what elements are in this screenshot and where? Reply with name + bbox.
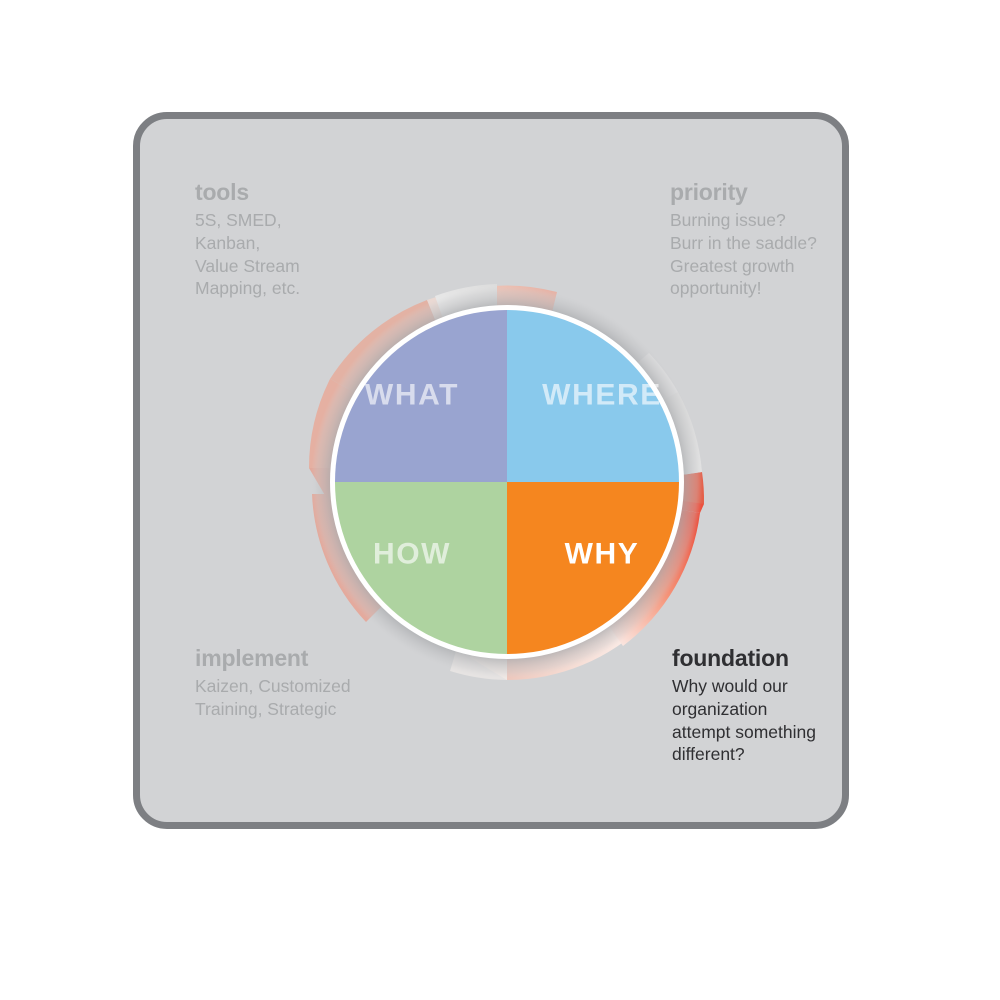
quadrant-label-where: WHERE xyxy=(542,379,662,412)
wheel-graphic: WHAT WHERE HOW WHY xyxy=(308,284,705,680)
corner-line: Greatest growth xyxy=(670,255,795,276)
corner-line: attempt something xyxy=(672,721,816,742)
corner-heading-foundation: foundation xyxy=(672,645,789,671)
corner-line: organization xyxy=(672,698,768,719)
corner-line: Kaizen, Customized xyxy=(195,676,351,697)
corner-heading-priority: priority xyxy=(670,179,748,205)
corner-line: Why would our xyxy=(672,676,788,697)
corner-line: Mapping, etc. xyxy=(195,278,301,299)
corner-line: Burning issue? xyxy=(670,210,786,231)
corner-block-foundation: foundation Why would our organization at… xyxy=(672,645,816,766)
quadrant-label-why: WHY xyxy=(565,538,640,571)
corner-line: Burr in the saddle? xyxy=(670,232,817,253)
corner-line: Value Stream xyxy=(195,255,300,276)
corner-block-tools: tools 5S, SMED, Kanban, Value Stream Map… xyxy=(195,179,300,300)
corner-line: Kanban, xyxy=(195,232,261,253)
quadrant-label-how: HOW xyxy=(373,538,451,571)
corner-heading-implement: implement xyxy=(195,645,309,671)
corner-block-implement: implement Kaizen, Customized Training, S… xyxy=(195,645,351,721)
quadrant-group xyxy=(335,310,679,654)
corner-heading-tools: tools xyxy=(195,179,249,205)
diagram-frame: WHAT WHERE HOW WHY tools 5S, SMED, Kanba… xyxy=(133,112,849,829)
corner-line: Training, Strategic xyxy=(195,698,337,719)
corner-line: opportunity! xyxy=(670,278,762,299)
corner-line: different? xyxy=(672,744,745,765)
why-where-what-how-wheel: WHAT WHERE HOW WHY xyxy=(257,232,757,732)
quadrant-label-what: WHAT xyxy=(365,379,459,412)
corner-block-priority: priority Burning issue? Burr in the sadd… xyxy=(670,179,817,300)
corner-line: 5S, SMED, xyxy=(195,210,282,231)
